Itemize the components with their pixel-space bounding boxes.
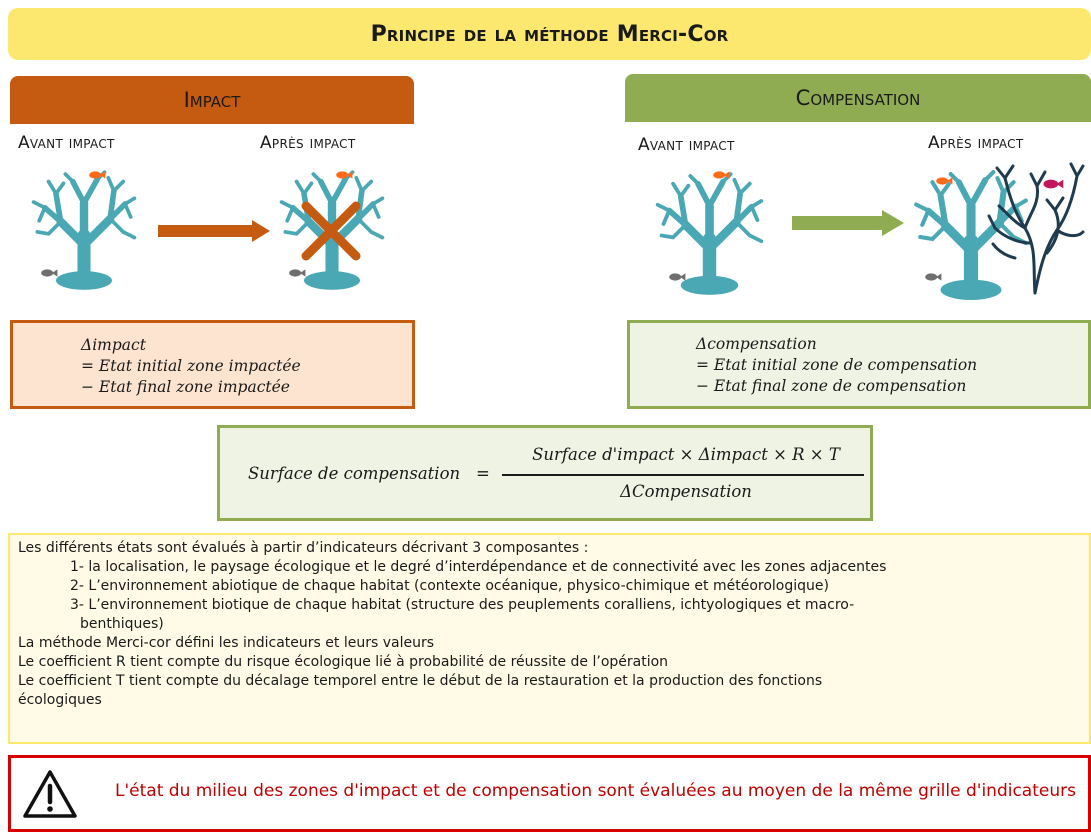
branching-coral-icon: [987, 162, 1085, 295]
title-banner: Principe de la méthode Merci-Cor: [8, 8, 1091, 60]
impact-formula-line-2: = Etat initial zone impactée: [81, 357, 301, 375]
grey-fish-icon: [925, 273, 942, 281]
cross-icon: [301, 201, 361, 261]
orange-fish-icon: [713, 171, 730, 179]
orange-fish-icon: [936, 177, 953, 185]
impact-formula-line-1: Δimpact: [81, 336, 146, 354]
notes-intro: Les différents états sont évalués à part…: [18, 540, 589, 556]
grey-fish-icon: [41, 269, 58, 277]
page-title: Principe de la méthode Merci-Cor: [370, 21, 729, 47]
warning-icon: [23, 770, 77, 818]
orange-fish-icon: [89, 171, 106, 179]
notes-coefficient-t-continued: écologiques: [18, 692, 102, 708]
compensation-formula-line-3: − Etat final zone de compensation: [696, 377, 967, 395]
notes-method: La méthode Merci-cor défini les indicate…: [18, 635, 434, 651]
notes-item-3-continued: benthiques): [80, 616, 164, 632]
fraction-bar: [502, 474, 864, 476]
notes-item-2: 2- L’environnement abiotique de chaque h…: [70, 578, 829, 594]
orange-fish-icon: [336, 171, 353, 179]
compensation-formula-box: Δcompensation = Etat initial zone de com…: [627, 320, 1091, 409]
impact-after-label: Après impact: [260, 133, 356, 153]
compensation-arrow-icon: [792, 210, 904, 236]
notes-box: Les différents états sont évalués à part…: [8, 533, 1091, 744]
grey-fish-icon: [669, 273, 686, 281]
compensation-formula-line-1: Δcompensation: [696, 335, 817, 353]
formula-numerator: Surface d'impact × Δimpact × R × T: [532, 445, 840, 464]
notes-coefficient-r: Le coefficient R tient compte du risque …: [18, 654, 669, 670]
impact-header: Impact: [10, 76, 414, 124]
warning-text: L'état du milieu des zones d'impact et d…: [115, 781, 1076, 801]
compensation-formula-line-2: = Etat initial zone de compensation: [696, 356, 978, 374]
main-formula-box: Surface de compensation = Surface d'impa…: [217, 425, 873, 521]
warning-box: [8, 755, 1091, 832]
impact-header-label: Impact: [183, 88, 241, 112]
impact-before-label: Avant impact: [18, 133, 115, 153]
compensation-after-label: Après impact: [928, 133, 1024, 153]
notes-item-3: 3- L’environnement biotique de chaque ha…: [70, 597, 855, 613]
pink-fish-icon: [1043, 179, 1064, 189]
impact-arrow-icon: [158, 220, 270, 242]
compensation-header-label: Compensation: [795, 86, 921, 110]
notes-item-1: 1- la localisation, le paysage écologiqu…: [70, 559, 887, 575]
notes-coefficient-t: Le coefficient T tient compte du décalag…: [18, 673, 823, 689]
impact-formula-line-3: − Etat final zone impactée: [81, 378, 290, 396]
grey-fish-icon: [289, 269, 306, 277]
compensation-before-label: Avant impact: [638, 135, 735, 155]
formula-lhs: Surface de compensation: [248, 464, 461, 483]
impact-formula-box: Δimpact = Etat initial zone impactée − E…: [10, 320, 415, 409]
compensation-header: Compensation: [625, 74, 1091, 122]
formula-denominator: ΔCompensation: [620, 482, 752, 501]
formula-equals: =: [476, 464, 490, 483]
